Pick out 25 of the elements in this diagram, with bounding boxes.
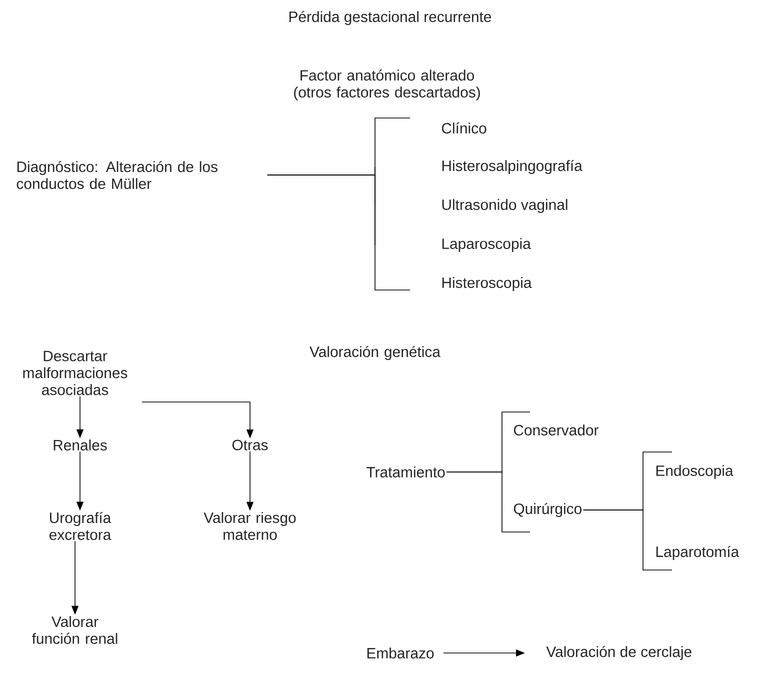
node-text: Renales <box>54 440 107 450</box>
node-text: Embarazo <box>367 648 434 658</box>
node-text: Descartar malformaciones asociadas <box>23 350 128 396</box>
node-text: Ultrasonido vaginal <box>442 199 568 213</box>
node-text: Tratamiento <box>366 466 445 478</box>
node-text: Laparoscopia <box>442 238 531 252</box>
title: Pérdida gestacional recurrente <box>289 10 492 26</box>
node-text: Histerosalpingografía <box>442 160 582 174</box>
node-text: Valorar función renal <box>32 616 118 644</box>
node-text: Endoscopia <box>656 465 734 479</box>
connector <box>582 510 672 570</box>
node-text: Diagnóstico: Alteración de los conductos de Müller <box>16 160 218 190</box>
label-text: Factor anatómico alterado (otros factores descartados) <box>294 69 480 101</box>
node-text: Valoración de cerclaje <box>546 646 692 660</box>
connector <box>267 174 410 290</box>
node-text: Conservador <box>514 424 598 436</box>
label-text: Valoración genética <box>310 346 440 360</box>
node-text: Valorar riesgo materno <box>204 512 296 540</box>
node-text: Urografía excretora <box>50 512 112 540</box>
node-text: Clínico <box>442 122 486 134</box>
node-text: Histeroscopia <box>442 277 532 291</box>
node-text: Otras <box>232 440 268 450</box>
connector <box>446 472 530 532</box>
node-text: Quirúrgico <box>514 502 582 518</box>
node-text: Laparotomía <box>656 546 740 560</box>
